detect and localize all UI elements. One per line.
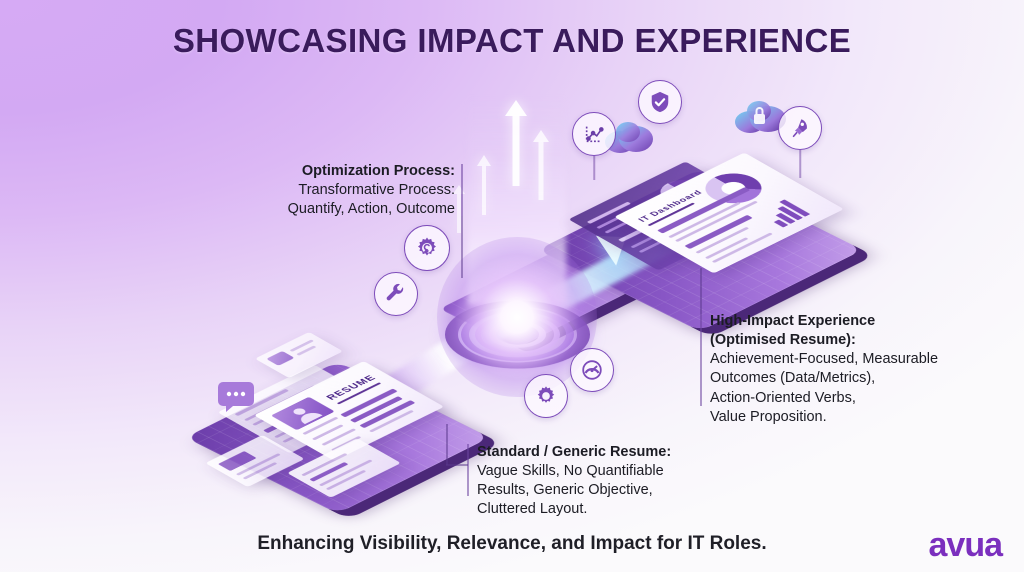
wrench-icon[interactable] — [374, 272, 418, 316]
pin-rocket[interactable] — [778, 106, 822, 178]
arrow-shaft — [512, 115, 520, 186]
up-arrow-4 — [452, 185, 466, 233]
pin-stem — [593, 156, 595, 180]
pin-stem — [799, 150, 801, 178]
pin-gear[interactable] — [524, 374, 568, 418]
arrow-head — [533, 130, 549, 142]
connector-optimization — [461, 216, 463, 278]
up-arrow-1 — [505, 100, 527, 186]
brand-logo: avua — [928, 526, 1003, 564]
speedometer-icon[interactable] — [570, 348, 614, 392]
callout-line: Value Proposition. — [710, 408, 827, 425]
connector-high-impact — [700, 268, 702, 314]
callout-line: Results, Generic Objective, — [477, 482, 653, 499]
pin-wrench[interactable] — [374, 272, 418, 316]
gear-icon[interactable] — [524, 374, 568, 418]
callout-rule-standard — [467, 444, 469, 496]
arrow-shaft — [482, 165, 486, 215]
callout-line: Achievement-Focused, Measurable — [710, 351, 939, 368]
callout-line: Vague Skills, No Quantifiable — [477, 463, 664, 480]
arrow-shaft — [538, 141, 544, 200]
gear-wrench-icon[interactable] — [404, 225, 450, 271]
pin-shield-check[interactable] — [638, 80, 682, 124]
connector-standard-tick — [446, 464, 468, 466]
footer-tagline: Enhancing Visibility, Relevance, and Imp… — [257, 533, 767, 554]
cloud-lock-icon — [730, 96, 792, 145]
rocket-icon[interactable] — [778, 106, 822, 150]
callout-line: Cluttered Layout. — [477, 501, 588, 518]
callout-line: Action-Oriented Verbs, — [710, 389, 856, 406]
arrow-head — [453, 185, 465, 194]
pin-chat-bubble[interactable] — [216, 380, 256, 414]
shield-check-icon[interactable] — [638, 80, 682, 124]
arrow-head — [477, 155, 491, 166]
resume-avatar — [270, 396, 335, 431]
chart-graph-icon[interactable] — [572, 112, 616, 156]
up-arrow-2 — [532, 130, 550, 200]
scrap-avatar — [266, 350, 295, 366]
callout-optimization-process: Optimization Process: Transformative Pro… — [250, 162, 455, 219]
connector-standard — [446, 424, 448, 465]
pin-gear-wrench[interactable] — [404, 225, 450, 271]
callout-high-impact: High-Impact Experience (Optimised Resume… — [710, 312, 980, 427]
callout-line: Transformative Process: — [298, 182, 455, 199]
up-arrow-3 — [476, 155, 492, 215]
callout-heading: (Optimised Resume): — [710, 332, 856, 349]
callout-line: Quantify, Action, Outcome — [287, 201, 455, 218]
page-title: SHOWCASING IMPACT AND EXPERIENCE — [172, 22, 852, 59]
arrow-head — [505, 100, 527, 116]
callout-rule-optimization — [461, 164, 463, 216]
callout-heading: Optimization Process: — [301, 163, 455, 179]
callout-rule-high-impact — [700, 314, 702, 406]
pin-chart-graph[interactable] — [572, 112, 616, 180]
arrow-shaft — [457, 193, 461, 233]
callout-heading: High-Impact Experience — [710, 313, 876, 329]
pin-speedometer[interactable] — [570, 348, 614, 392]
callout-line: Outcomes (Data/Metrics), — [710, 370, 876, 387]
callout-heading: Standard / Generic Resume: — [477, 444, 672, 460]
callout-standard-resume: Standard / Generic Resume: Vague Skills,… — [477, 443, 712, 520]
